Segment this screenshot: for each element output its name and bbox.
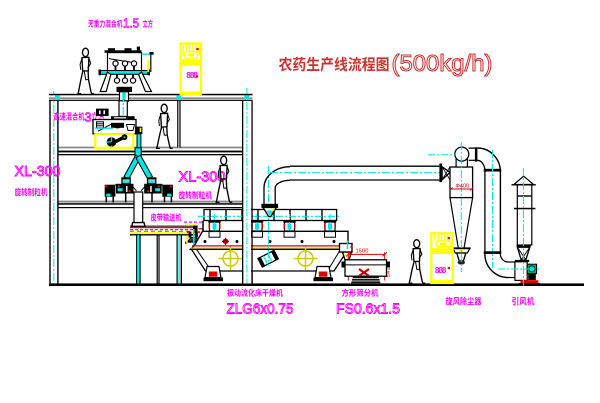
svg-text:888: 888 xyxy=(435,266,447,275)
svg-text:541: 541 xyxy=(386,268,392,278)
svg-text:1500: 1500 xyxy=(356,249,369,255)
svg-text:3: 3 xyxy=(85,111,92,125)
svg-text:1.5: 1.5 xyxy=(123,15,139,30)
svg-text:FS0.6x1.5: FS0.6x1.5 xyxy=(336,301,400,318)
svg-text:Φ400: Φ400 xyxy=(456,184,470,190)
svg-text:XL-300: XL-300 xyxy=(179,170,226,186)
svg-text:ZLG6x0.75: ZLG6x0.75 xyxy=(227,301,294,318)
svg-text:XL-300: XL-300 xyxy=(15,164,61,180)
svg-text:(500kg/h): (500kg/h) xyxy=(392,50,493,76)
svg-text:888: 888 xyxy=(186,71,198,80)
